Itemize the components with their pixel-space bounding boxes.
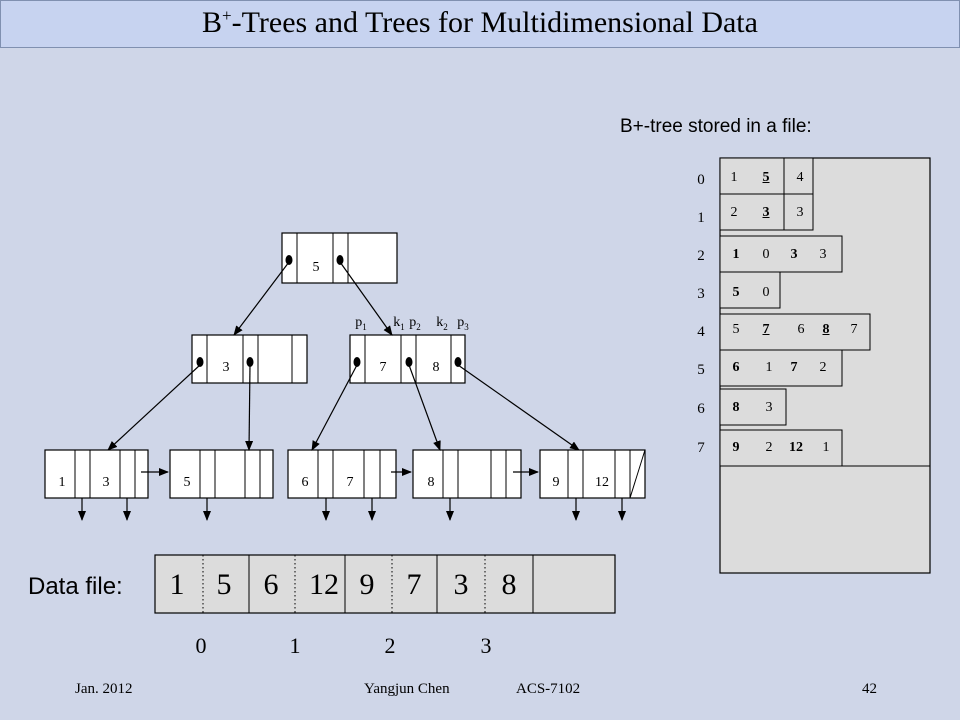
file-r0-c1: 5 xyxy=(762,170,770,185)
file-r4-c0: 5 xyxy=(732,322,740,337)
file-r7-c0: 9 xyxy=(732,440,740,455)
data-value-7: 3 xyxy=(453,568,469,601)
label-k2: k2 xyxy=(436,315,448,332)
data-file-label: Data file: xyxy=(28,573,123,600)
leaf-3-key-2: 7 xyxy=(346,475,354,490)
leaf-node-1 xyxy=(44,449,149,499)
leaf-node-2 xyxy=(169,449,274,499)
file-r4-c1: 7 xyxy=(762,322,770,337)
file-storage-block xyxy=(719,157,931,574)
block-number-3: 3 xyxy=(480,633,492,658)
leaf-3-key-1: 6 xyxy=(301,475,309,490)
file-row-number-2: 2 xyxy=(697,248,705,264)
file-r5-c2: 7 xyxy=(790,360,798,375)
file-r1-c1: 3 xyxy=(762,205,770,220)
slide-title: B+-Trees and Trees for Multidimensional … xyxy=(0,6,960,40)
label-k1: k1 xyxy=(393,315,405,332)
pointer-dots xyxy=(196,255,462,367)
label-p2: p2 xyxy=(409,315,421,332)
data-value-1: 1 xyxy=(169,568,185,601)
file-row-number-6: 6 xyxy=(697,401,705,417)
leaf-4-key-1: 8 xyxy=(427,475,435,490)
data-value-6: 7 xyxy=(406,568,422,601)
file-r7-c2: 12 xyxy=(789,440,803,455)
file-r0-c2: 4 xyxy=(796,170,804,185)
data-file-block xyxy=(154,554,616,614)
file-r4-c3: 8 xyxy=(822,322,830,337)
file-row-number-5: 5 xyxy=(697,362,705,378)
title-text: -Trees and Trees for Multidimensional Da… xyxy=(231,6,758,39)
file-r4-c4: 7 xyxy=(850,322,858,337)
data-value-3: 6 xyxy=(263,568,279,601)
file-row-number-3: 3 xyxy=(697,286,705,302)
file-row-number-4: 4 xyxy=(697,324,705,340)
internal-left-key: 3 xyxy=(222,360,230,375)
file-r3-c0: 5 xyxy=(732,285,740,300)
footer-date: Jan. 2012 xyxy=(75,681,133,697)
file-row-number-7: 7 xyxy=(697,440,705,456)
file-r5-c0: 6 xyxy=(732,360,740,375)
file-r1-c0: 2 xyxy=(730,205,738,220)
footer-page-number: 42 xyxy=(862,681,877,697)
file-r6-c0: 8 xyxy=(732,400,740,415)
leaf-node-3 xyxy=(287,449,397,499)
leaf-data-pointers xyxy=(78,498,626,521)
file-r2-c2: 3 xyxy=(790,247,798,262)
data-value-2: 5 xyxy=(216,568,232,601)
label-p1: p1 xyxy=(355,315,367,332)
tree-pointers xyxy=(107,261,580,451)
file-r5-c3: 2 xyxy=(819,360,827,375)
file-r2-c1: 0 xyxy=(762,247,770,262)
leaf-5-key-2: 12 xyxy=(595,475,609,490)
data-value-4: 12 xyxy=(309,568,339,601)
title-superscript: + xyxy=(222,6,232,25)
label-p3: p3 xyxy=(457,315,469,332)
internal-right-key-1: 7 xyxy=(379,360,387,375)
root-node xyxy=(281,232,398,284)
data-value-8: 8 xyxy=(501,568,517,601)
file-r7-c3: 1 xyxy=(822,440,830,455)
file-r7-c1: 2 xyxy=(765,440,773,455)
title-bar xyxy=(0,0,960,48)
file-row-number-1: 1 xyxy=(697,210,705,226)
internal-right-key-2: 8 xyxy=(432,360,440,375)
leaf-node-5 xyxy=(539,449,646,499)
title-prefix: B xyxy=(202,6,223,39)
root-key: 5 xyxy=(312,260,320,275)
file-r6-c1: 3 xyxy=(765,400,773,415)
data-value-5: 9 xyxy=(359,568,375,601)
file-r1-c2: 3 xyxy=(796,205,804,220)
file-r0-c0: 1 xyxy=(730,170,738,185)
file-view-heading: B+-tree stored in a file: xyxy=(620,116,812,137)
leaf-1-key-2: 3 xyxy=(102,475,110,490)
block-number-0: 0 xyxy=(195,633,207,658)
leaf-5-key-1: 9 xyxy=(552,475,560,490)
footer-author: Yangjun Chen xyxy=(364,681,450,697)
file-r2-c0: 1 xyxy=(732,247,740,262)
block-number-2: 2 xyxy=(384,633,396,658)
file-r5-c1: 1 xyxy=(765,360,773,375)
leaf-node-4 xyxy=(412,449,522,499)
file-r2-c3: 3 xyxy=(819,247,827,262)
leaf-2-key-1: 5 xyxy=(183,475,191,490)
file-r3-c1: 0 xyxy=(762,285,770,300)
file-r4-c2: 6 xyxy=(797,322,805,337)
leaf-1-key-1: 1 xyxy=(58,475,66,490)
file-row-number-0: 0 xyxy=(697,172,705,188)
footer-course: ACS-7102 xyxy=(516,681,581,697)
block-number-1: 1 xyxy=(289,633,301,658)
